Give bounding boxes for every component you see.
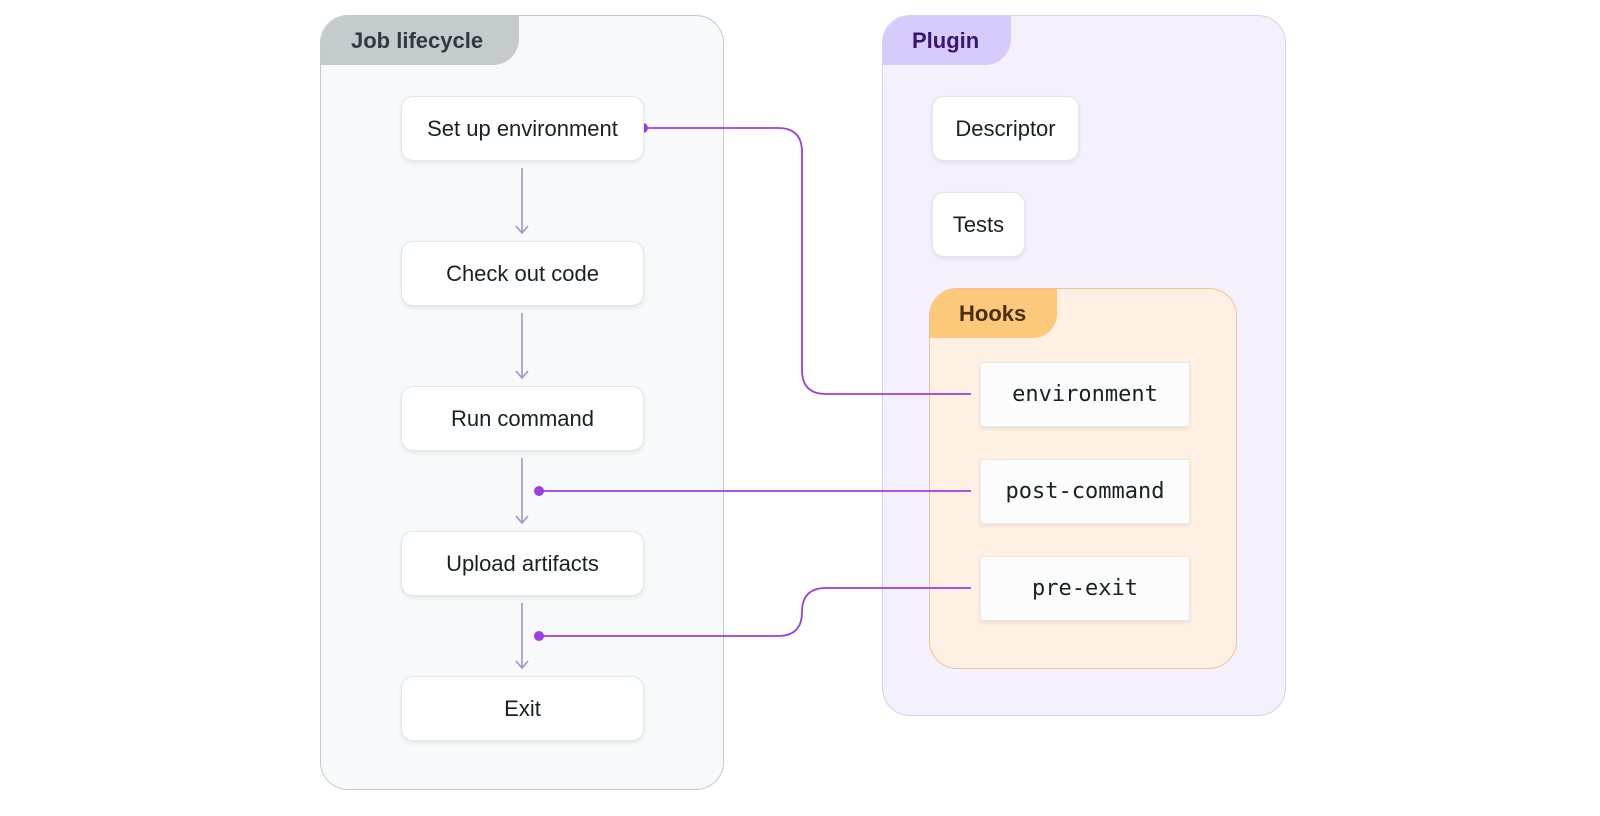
step-set-up-environment: Set up environment [401,96,644,161]
step-check-out-code: Check out code [401,241,644,306]
plugin-title: Plugin [883,16,1011,65]
hook-connectors [539,127,971,637]
job-lifecycle-title: Job lifecycle [321,16,519,65]
hook-pre-exit: pre-exit [980,556,1190,621]
step-exit: Exit [401,676,644,741]
connector-environment [643,127,971,395]
dot-after-run-command [534,486,544,496]
dot-after-upload-artifacts [534,631,544,641]
lifecycle-flow-arrows [515,168,529,670]
plugin-item-tests: Tests [932,192,1025,257]
step-upload-artifacts: Upload artifacts [401,531,644,596]
hooks-title: Hooks [930,289,1057,338]
connector-pre-exit [539,587,971,637]
hook-post-command: post-command [980,459,1190,524]
flow-arrow-1 [515,168,529,235]
flow-arrow-4 [515,603,529,670]
plugin-item-descriptor: Descriptor [932,96,1079,161]
flow-arrow-3 [515,458,529,525]
step-run-command: Run command [401,386,644,451]
flow-arrow-2 [515,313,529,380]
hook-environment: environment [980,362,1190,427]
